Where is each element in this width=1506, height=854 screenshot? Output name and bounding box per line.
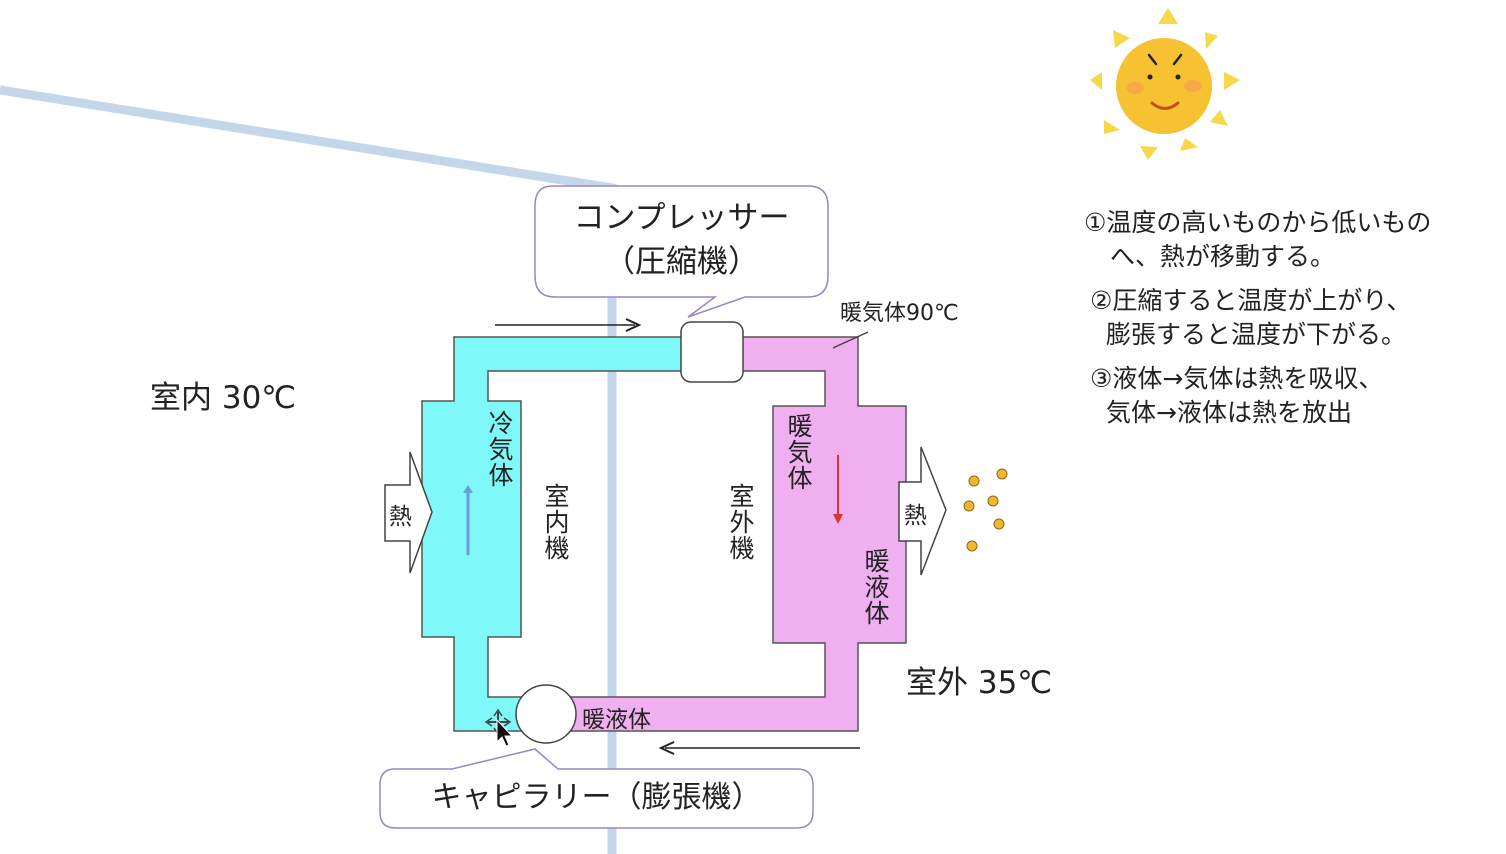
- outdoor-unit-label: 室外機: [726, 483, 755, 561]
- note-line: ③液体→気体は熱を吸収、: [1090, 364, 1384, 393]
- heat-in-arrow: [384, 451, 433, 574]
- capillary-callout-bubble: [379, 748, 814, 829]
- flow-arrow-bottom: [658, 741, 860, 755]
- compressor-callout: コンプレッサー （圧縮機）: [535, 196, 828, 284]
- indoor-temp-label: 室内 30℃: [150, 380, 297, 416]
- heat-out-arrow: [898, 446, 947, 576]
- outdoor-temp-label: 室外 35℃: [906, 665, 1053, 701]
- heat-out-label: 熱: [904, 503, 927, 529]
- cold-pipe: [421, 336, 701, 732]
- note-line: ①温度の高いものから低いもの: [1084, 208, 1432, 237]
- cold-flow-arrow: [463, 485, 473, 555]
- hot-gas-temp-label: 暖気体90℃: [840, 301, 959, 326]
- note-line: ②圧縮すると温度が上がり、: [1090, 286, 1412, 315]
- cold-gas-label: 冷気体: [485, 410, 514, 488]
- note-item: ③液体→気体は熱を吸収、 気体→液体は熱を放出: [1090, 362, 1431, 430]
- capillary-callout: キャピラリー（膨張機）: [431, 780, 762, 815]
- hot-gas-leader-line: [832, 331, 869, 349]
- hot-liquid-vertical-label: 暖液体: [861, 548, 890, 626]
- move-cursor-icon: [484, 708, 514, 747]
- indoor-unit-label: 室内機: [541, 483, 570, 561]
- compressor[interactable]: [680, 321, 744, 383]
- heat-particles: [963, 468, 1008, 552]
- note-item: ①温度の高いものから低いもの へ、熱が移動する。: [1084, 206, 1431, 274]
- compressor-callout-line2: （圧縮機）: [604, 244, 759, 280]
- compressor-callout-line1: コンプレッサー: [573, 200, 790, 236]
- note-line: へ、熱が移動する。: [1110, 242, 1336, 271]
- note-line: 膨張すると温度が下がる。: [1106, 320, 1407, 349]
- capillary[interactable]: [515, 684, 577, 744]
- note-item: ②圧縮すると温度が上がり、 膨張すると温度が下がる。: [1090, 284, 1431, 352]
- principle-notes: ①温度の高いものから低いもの へ、熱が移動する。 ②圧縮すると温度が上がり、 膨…: [1084, 206, 1431, 440]
- heat-in-label: 熱: [389, 504, 412, 530]
- compressor-callout-bubble: [534, 185, 829, 318]
- smiling-sun-icon: [1090, 8, 1240, 160]
- note-line: 気体→液体は熱を放出: [1106, 398, 1352, 427]
- hot-liquid-pipe-label: 暖液体: [582, 707, 651, 733]
- hot-gas-label: 暖気体: [784, 413, 813, 491]
- hot-flow-arrow: [833, 455, 843, 524]
- flow-arrow-top: [495, 318, 642, 332]
